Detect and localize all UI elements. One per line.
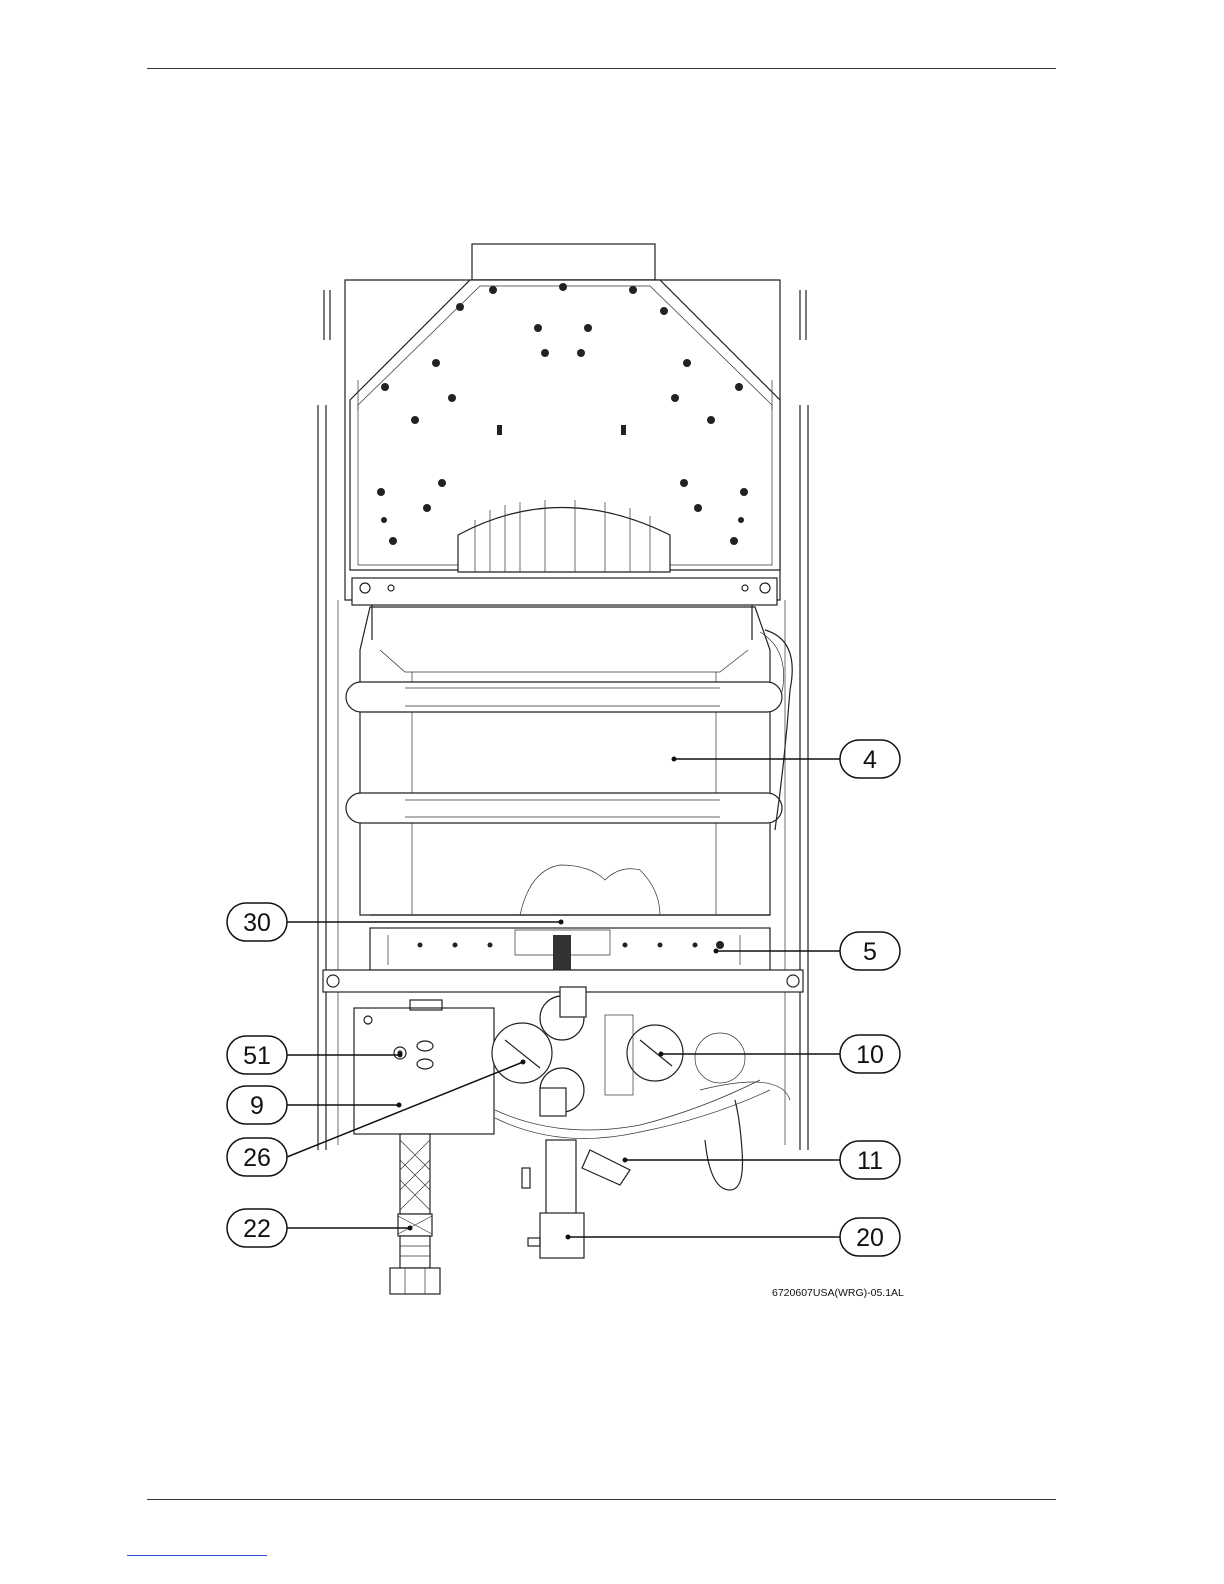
- callout-label: 5: [863, 938, 877, 966]
- callout-label: 10: [856, 1041, 884, 1069]
- callout-label: 51: [243, 1042, 271, 1070]
- callout-22: 22: [227, 1209, 413, 1247]
- figure-code: 6720607USA(WRG)-05.1AL: [772, 1287, 904, 1299]
- callout-label: 22: [243, 1215, 271, 1243]
- callout-label: 11: [857, 1147, 883, 1175]
- callout-10: 10: [659, 1035, 901, 1073]
- callout-20: 20: [566, 1218, 901, 1256]
- footer-rule: [147, 1499, 1056, 1500]
- callout-label: 9: [250, 1092, 264, 1120]
- callout-label: 26: [243, 1144, 271, 1172]
- footer-link-underline[interactable]: [127, 1555, 267, 1556]
- callout-label: 30: [243, 909, 271, 937]
- heater-drawing: [318, 244, 808, 1294]
- callout-11: 11: [623, 1141, 901, 1179]
- callout-label: 20: [856, 1224, 884, 1252]
- callout-label: 4: [863, 746, 877, 774]
